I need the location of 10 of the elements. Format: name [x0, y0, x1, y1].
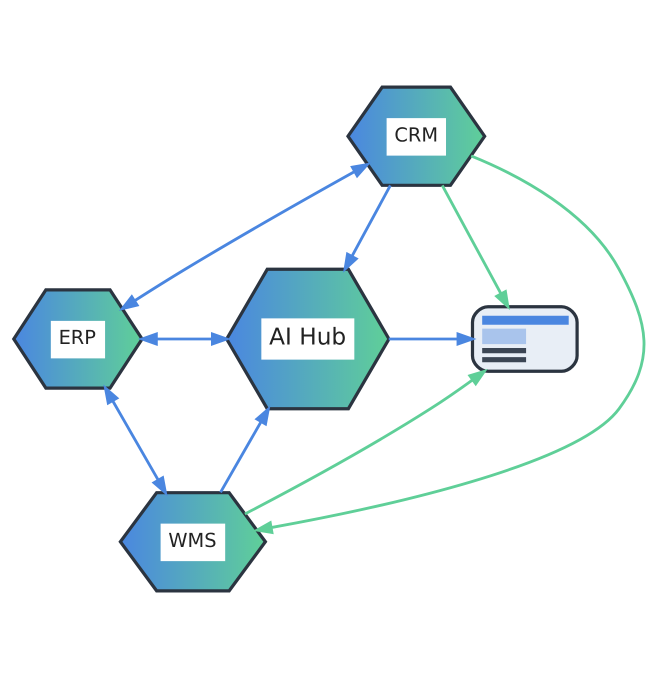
- arrow: [138, 332, 231, 346]
- arrow: [244, 368, 488, 515]
- arrow: [388, 332, 476, 346]
- arrow: [219, 404, 270, 492]
- node-picture: [470, 304, 579, 372]
- arrow: [118, 162, 371, 310]
- arrow: [103, 384, 168, 496]
- arrow: [441, 184, 510, 310]
- arrow: [343, 184, 392, 272]
- arrow: [252, 154, 646, 534]
